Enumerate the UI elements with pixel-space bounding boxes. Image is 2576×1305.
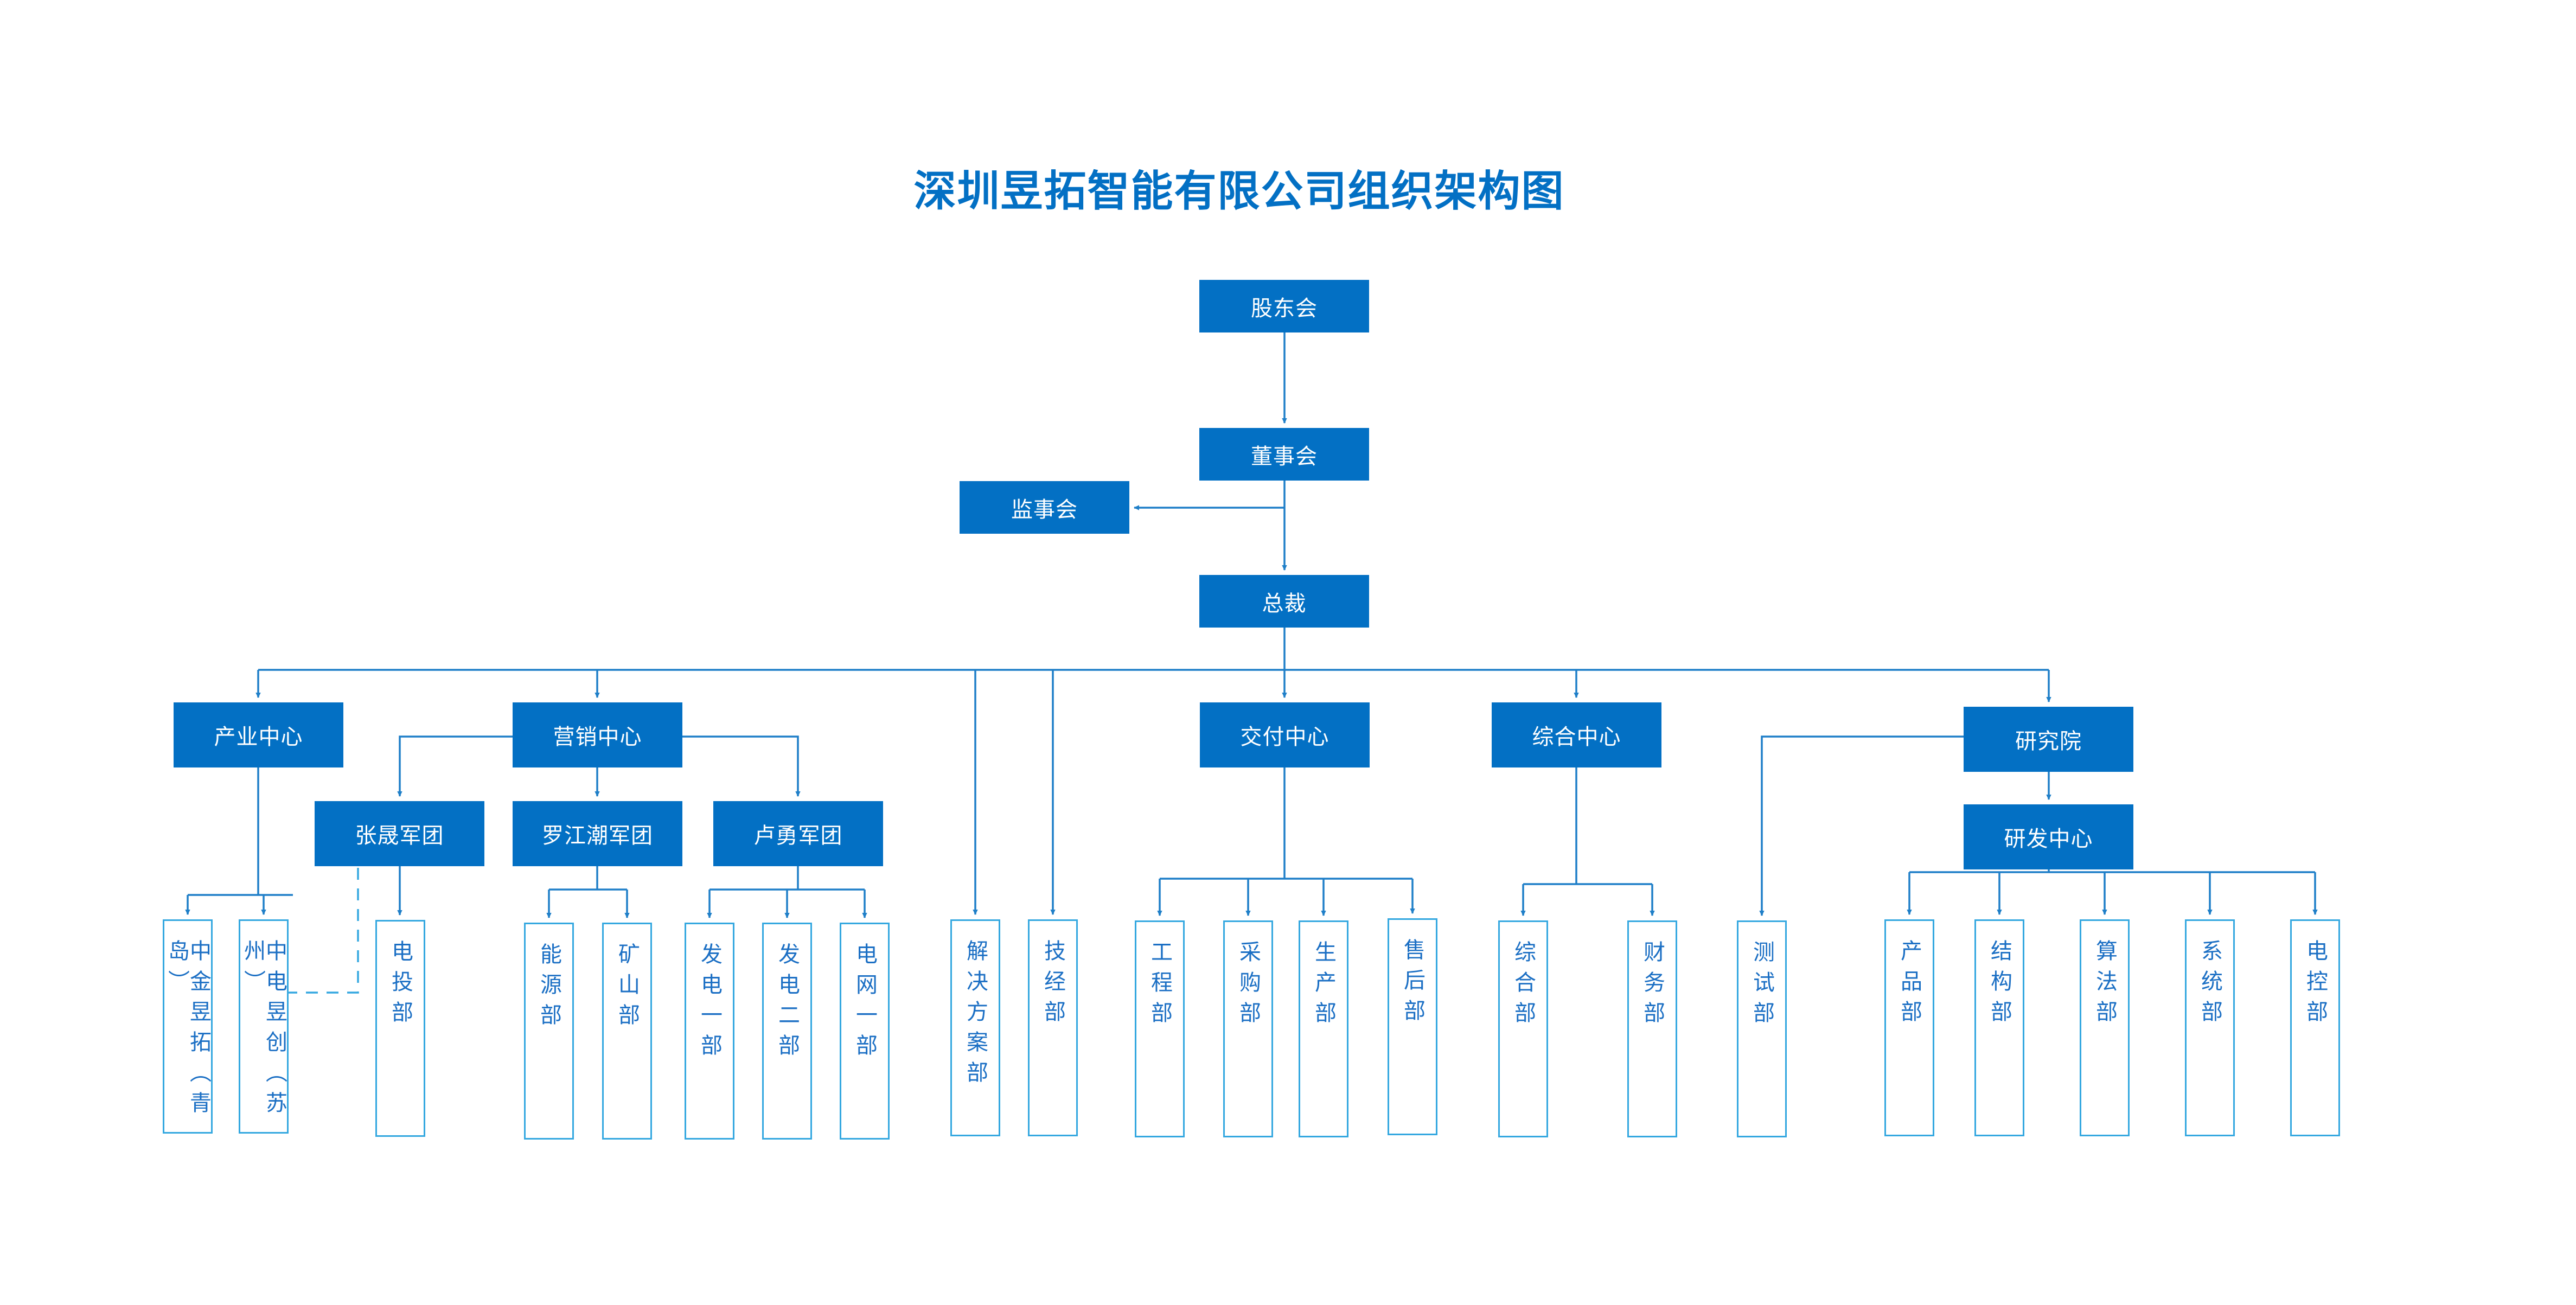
leaf-dian_tou_bu[interactable]: 电投部 bbox=[375, 920, 425, 1137]
leaf-kuang_shan_bu[interactable]: 矿山部 bbox=[602, 923, 652, 1140]
leaf-cai_gou_bu[interactable]: 采购部 bbox=[1223, 920, 1273, 1137]
leaf-label: 售后部 bbox=[1401, 938, 1424, 1029]
leaf-suan_fa_bu[interactable]: 算法部 bbox=[2080, 919, 2130, 1136]
leaf-zhongjin_yutuo_qingdao[interactable]: 中金昱拓（青岛） bbox=[163, 919, 213, 1134]
leaf-label: 中电昱创（苏州） bbox=[241, 939, 286, 1122]
leaf-label: 中金昱拓（青岛） bbox=[165, 939, 210, 1122]
node-label: 综合中心 bbox=[1532, 725, 1621, 749]
node-marketing-center[interactable]: 营销中心 bbox=[513, 702, 682, 767]
leaf-label: 财务部 bbox=[1640, 941, 1664, 1032]
leaf-neng_yuan_bu[interactable]: 能源部 bbox=[524, 923, 574, 1140]
node-rd-center[interactable]: 研发中心 bbox=[1964, 804, 2133, 869]
leaf-label: 工程部 bbox=[1148, 941, 1172, 1032]
node-research-institute[interactable]: 研究院 bbox=[1964, 707, 2133, 772]
node-label: 董事会 bbox=[1251, 444, 1318, 469]
node-label: 罗江潮军团 bbox=[542, 824, 653, 848]
node-label: 张晟军团 bbox=[355, 824, 444, 848]
node-label: 产业中心 bbox=[214, 725, 303, 749]
node-board-of-directors[interactable]: 董事会 bbox=[1199, 428, 1369, 481]
node-delivery-center[interactable]: 交付中心 bbox=[1200, 702, 1370, 767]
leaf-label: 解决方案部 bbox=[963, 939, 987, 1091]
leaf-label: 电网一部 bbox=[853, 943, 877, 1064]
leaf-chan_pin_bu[interactable]: 产品部 bbox=[1884, 919, 1934, 1136]
leaf-fa_dian_er_bu[interactable]: 发电二部 bbox=[762, 923, 812, 1140]
leaf-label: 发电二部 bbox=[775, 943, 799, 1064]
leaf-label: 测试部 bbox=[1750, 941, 1774, 1032]
leaf-jie_gou_bu[interactable]: 结构部 bbox=[1974, 919, 2024, 1136]
leaf-ce_shi_bu[interactable]: 测试部 bbox=[1737, 920, 1787, 1137]
node-label: 研发中心 bbox=[2004, 827, 2093, 851]
leaf-gong_cheng_bu[interactable]: 工程部 bbox=[1135, 920, 1185, 1137]
node-corps-luyong[interactable]: 卢勇军团 bbox=[713, 801, 883, 866]
leaf-label: 产品部 bbox=[1897, 939, 1921, 1031]
leaf-ji_jing_bu[interactable]: 技经部 bbox=[1028, 919, 1078, 1136]
page-title: 深圳昱拓智能有限公司组织架构图 bbox=[913, 167, 1565, 215]
node-president[interactable]: 总裁 bbox=[1199, 575, 1369, 628]
leaf-label: 生产部 bbox=[1312, 941, 1335, 1032]
leaf-cai_wu_bu[interactable]: 财务部 bbox=[1627, 920, 1677, 1137]
leaf-jie_jue_fang_an_bu[interactable]: 解决方案部 bbox=[950, 919, 1000, 1136]
leaf-label: 技经部 bbox=[1041, 939, 1065, 1031]
leaf-zong_he_bu[interactable]: 综合部 bbox=[1498, 920, 1548, 1137]
node-label: 营销中心 bbox=[553, 725, 642, 749]
node-industry-center[interactable]: 产业中心 bbox=[174, 702, 343, 767]
leaf-label: 综合部 bbox=[1511, 941, 1535, 1032]
leaf-label: 能源部 bbox=[537, 943, 561, 1034]
leaf-label: 算法部 bbox=[2093, 939, 2117, 1031]
leaf-dian_wang_yi_bu[interactable]: 电网一部 bbox=[840, 923, 890, 1140]
node-label: 研究院 bbox=[2015, 730, 2082, 753]
leaf-label: 矿山部 bbox=[615, 943, 639, 1034]
leaf-shou_hou_bu[interactable]: 售后部 bbox=[1388, 918, 1437, 1135]
leaf-label: 电控部 bbox=[2303, 939, 2327, 1031]
node-board-of-supervisors[interactable]: 监事会 bbox=[960, 481, 1129, 534]
node-label: 监事会 bbox=[1011, 497, 1078, 522]
node-corps-zhangsheng[interactable]: 张晟军团 bbox=[315, 801, 484, 866]
leaf-fa_dian_yi_bu[interactable]: 发电一部 bbox=[685, 923, 734, 1140]
leaf-label: 系统部 bbox=[2198, 939, 2222, 1031]
node-label: 卢勇军团 bbox=[753, 824, 843, 848]
leaf-dian_kong_bu[interactable]: 电控部 bbox=[2290, 919, 2340, 1136]
dashed-dotted-link bbox=[289, 868, 359, 994]
node-label: 交付中心 bbox=[1240, 725, 1329, 749]
leaf-label: 采购部 bbox=[1236, 941, 1260, 1032]
leaf-sheng_chan_bu[interactable]: 生产部 bbox=[1299, 920, 1348, 1137]
leaf-xi_tong_bu[interactable]: 系统部 bbox=[2185, 919, 2235, 1136]
node-general-affairs-center[interactable]: 综合中心 bbox=[1492, 702, 1661, 767]
node-corps-luojiangchao[interactable]: 罗江潮军团 bbox=[513, 801, 682, 866]
leaf-label: 电投部 bbox=[388, 940, 412, 1031]
leaf-label: 发电一部 bbox=[698, 943, 721, 1064]
node-shareholders-meeting[interactable]: 股东会 bbox=[1199, 280, 1369, 332]
node-label: 总裁 bbox=[1262, 591, 1307, 616]
leaf-zhongdian_yuchuang_suzhou[interactable]: 中电昱创（苏州） bbox=[239, 919, 289, 1134]
leaf-label: 结构部 bbox=[1987, 939, 2011, 1031]
node-label: 股东会 bbox=[1251, 296, 1318, 321]
